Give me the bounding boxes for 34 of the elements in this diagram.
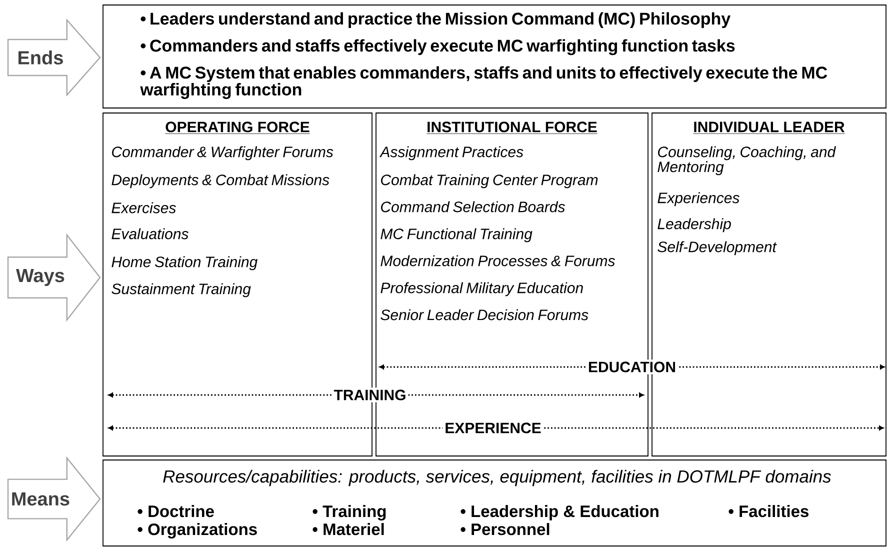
list-item: Senior Leader Decision Forums [380,309,588,320]
bullet-item: • Leaders understand and practice the Mission Command (MC) Philosophy [140,12,731,28]
bullet-item: • Organizations [138,523,257,538]
bullet-item: • Personnel [460,523,550,536]
bullet-item: • A MC System that enables commanders, staffs and units to effectively execute the MC warfighting function [140,66,828,99]
list-item: Assignment Practices [379,146,524,160]
list-item: MC Functional Training [380,228,532,242]
bullet-item: • Doctrine [138,505,214,518]
list-item: Deployments & Combat Missions [112,174,330,188]
list-item: Sustainment Training [112,283,251,298]
list-item: Professional Military Education [380,282,583,296]
list-item: Commander & Warfighter Forums [112,146,334,160]
list-item: Combat Training Center Program [381,174,598,188]
span-label: EDUCATION [586,360,678,374]
bullet-item: • Leadership & Education [460,505,658,520]
list-item: Counseling, Coaching, and Mentoring [658,146,836,176]
bullet-item: • Commanders and staffs effectively execute MC warfighting function tasks [140,39,735,56]
span-label: TRAINING [332,388,408,402]
list-item: Self-Development [658,241,777,256]
list-item: Exercises [112,202,176,214]
intro-text: Resources/capabilities: products, services, equipment, facilities in DOTMLPF domains [163,470,831,486]
column-heading: OPERATING FORCE [164,122,310,134]
list-item: Modernization Processes & Forums [380,255,615,266]
bullet-item: • Facilities [728,505,808,518]
list-item: Evaluations [112,228,188,240]
list-item: Experiences [658,192,740,206]
column-heading: INDIVIDUAL LEADER [692,122,846,134]
list-item: Leadership [658,218,731,232]
span-label: EXPERIENCE [442,420,544,436]
list-item: Home Station Training [112,256,258,270]
column-heading: INSTITUTIONAL FORCE [426,122,598,134]
bullet-item: • Materiel [312,523,384,536]
bullet-item: • Training [312,505,386,520]
list-item: Command Selection Boards [381,201,565,212]
